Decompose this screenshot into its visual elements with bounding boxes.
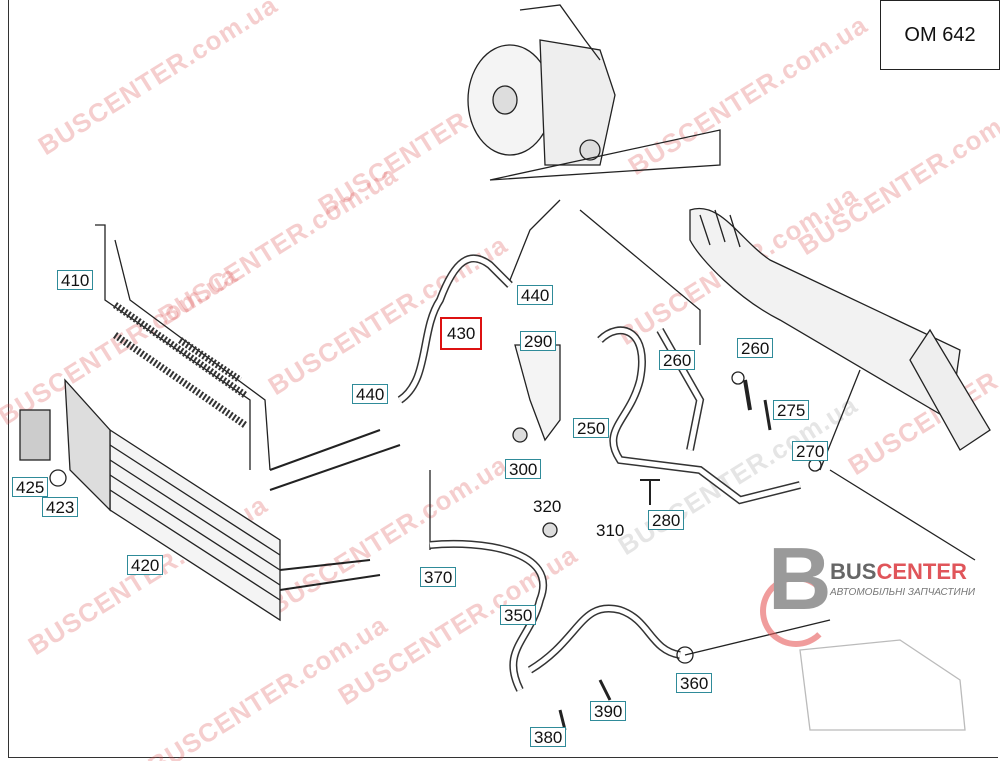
brand-part2: CENTER xyxy=(876,559,967,584)
part-label-423[interactable]: 423 xyxy=(42,497,79,517)
part-label-370[interactable]: 370 xyxy=(420,567,457,587)
part-label-260[interactable]: 260 xyxy=(659,350,696,370)
part-label-440[interactable]: 440 xyxy=(517,285,554,305)
logo-letter: B xyxy=(768,529,832,628)
diagram-frame xyxy=(8,0,998,758)
part-label-380[interactable]: 380 xyxy=(530,727,567,747)
part-label-290[interactable]: 290 xyxy=(520,331,557,351)
logo-brand: BUSCENTER xyxy=(830,559,967,585)
part-label-280[interactable]: 280 xyxy=(648,510,685,530)
logo-ring xyxy=(760,575,832,647)
part-label-360[interactable]: 360 xyxy=(676,673,713,693)
engine-code-box: OM 642 xyxy=(880,0,1000,70)
part-label-390[interactable]: 390 xyxy=(590,701,627,721)
part-label-420[interactable]: 420 xyxy=(127,555,164,575)
brand-part1: BUS xyxy=(830,559,877,584)
oil-cooler-420 xyxy=(64,378,381,622)
part-label-440[interactable]: 440 xyxy=(352,384,389,404)
part-label-260[interactable]: 260 xyxy=(737,338,774,358)
part-label-430-selected[interactable]: 430 xyxy=(440,317,483,350)
part-label-320[interactable]: 320 xyxy=(533,497,562,516)
logo-tagline: АВТОМОБІЛЬНІ ЗАПЧАСТИНИ xyxy=(830,587,976,598)
part-label-270[interactable]: 270 xyxy=(792,441,829,461)
buscenter-logo: B BUSCENTER АВТОМОБІЛЬНІ ЗАПЧАСТИНИ xyxy=(760,529,988,647)
part-label-310[interactable]: 310 xyxy=(596,521,625,540)
power-steering-pump xyxy=(467,4,616,166)
part-label-410[interactable]: 410 xyxy=(57,270,94,290)
oil-cooler-410 xyxy=(95,224,401,491)
part-label-425[interactable]: 425 xyxy=(12,477,49,497)
part-label-300[interactable]: 300 xyxy=(505,459,542,479)
part-label-350[interactable]: 350 xyxy=(500,605,537,625)
steering-gear xyxy=(689,207,991,471)
part-label-250[interactable]: 250 xyxy=(573,418,610,438)
part-label-275[interactable]: 275 xyxy=(773,400,810,420)
